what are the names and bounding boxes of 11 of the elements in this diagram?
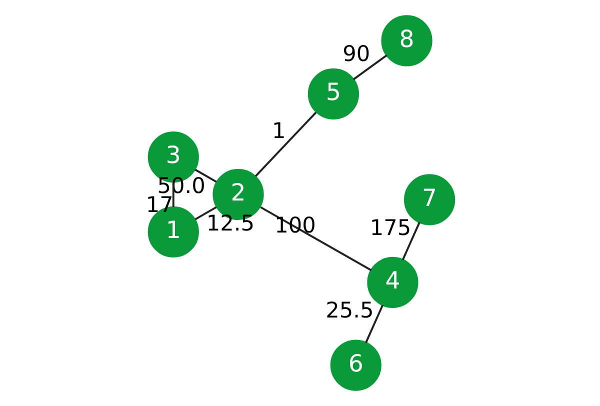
node-circle: 8 [381,15,432,66]
node-circle: 5 [308,68,360,120]
connector [352,54,388,80]
node-circle: 6 [330,340,382,391]
connector [260,206,372,272]
edge-label: 90 [342,42,370,68]
connector [254,112,317,177]
edge-label: 1 [272,119,286,144]
connector [402,222,420,260]
connector [365,304,384,344]
connector [194,206,217,220]
